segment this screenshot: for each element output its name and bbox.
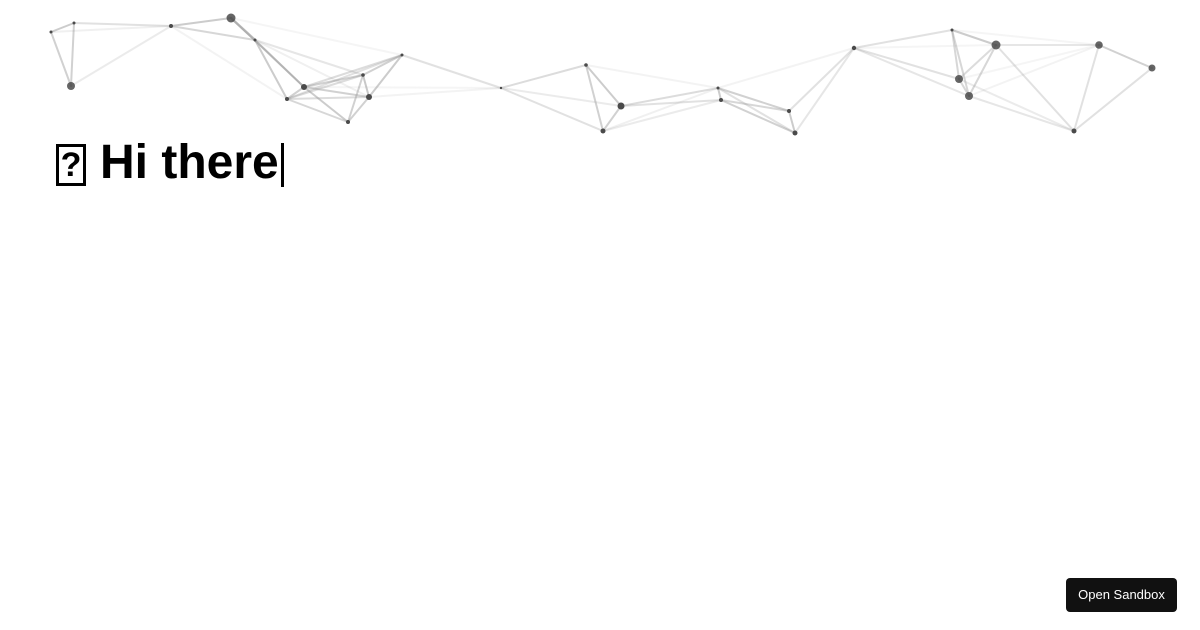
hero-title-text: Hi there (100, 136, 279, 189)
hero-heading: ? Hi there (56, 133, 284, 193)
network-nodes (49, 13, 1156, 136)
open-sandbox-button[interactable]: Open Sandbox (1066, 578, 1177, 612)
typing-cursor (280, 143, 284, 187)
missing-glyph-icon: ? (56, 144, 86, 186)
network-edges (50, 16, 1153, 134)
network-graph-decoration (49, 13, 1156, 136)
